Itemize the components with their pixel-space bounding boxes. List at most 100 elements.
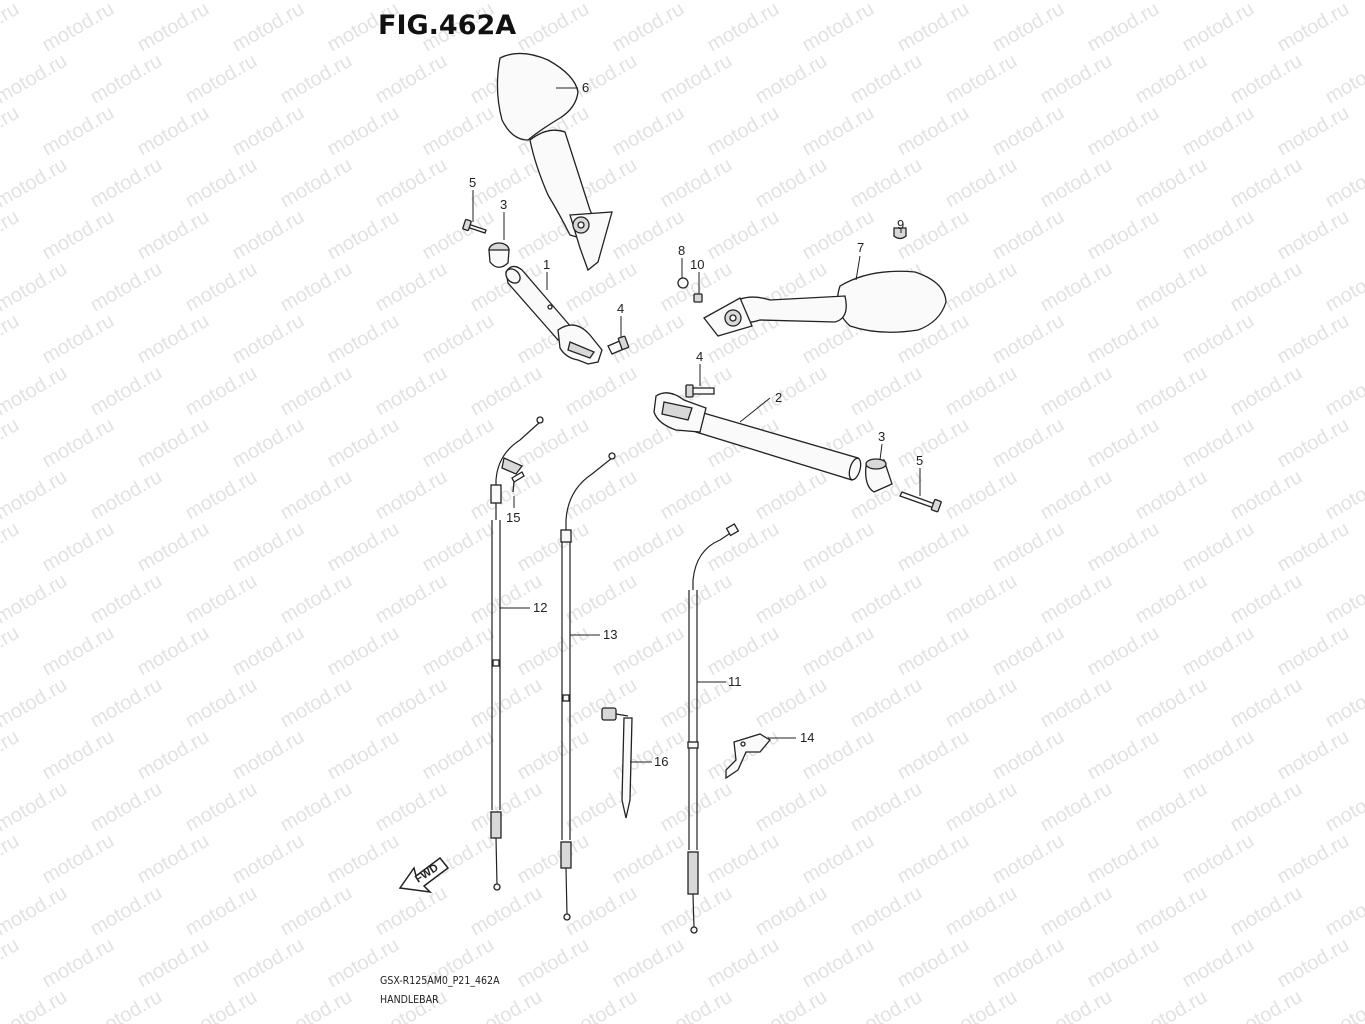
watermark-text: motod.ru — [182, 50, 261, 109]
watermark-text: motod.ru — [609, 934, 688, 993]
callout-6: 6 — [582, 80, 589, 95]
watermark-text: motod.ru — [1179, 0, 1258, 56]
watermark-text: motod.ru — [1084, 518, 1163, 577]
callout-13: 13 — [603, 627, 617, 642]
watermark-text: motod.ru — [1227, 154, 1306, 213]
watermark-text: motod.ru — [657, 154, 736, 213]
watermark-text: motod.ru — [752, 466, 831, 525]
watermark-text: motod.ru — [1227, 570, 1306, 629]
watermark-text: motod.ru — [1084, 726, 1163, 785]
watermark-text: motod.ru — [39, 830, 118, 889]
watermark-text: motod.ru — [657, 50, 736, 109]
watermark-text: motod.ru — [87, 50, 166, 109]
watermark-text: motod.ru — [229, 0, 308, 56]
callout-3-left: 3 — [500, 197, 507, 212]
watermark-text: motod.ru — [1132, 570, 1211, 629]
watermark-text: motod.ru — [277, 986, 356, 1024]
watermark-text: motod.ru — [942, 986, 1021, 1024]
watermark-text: motod.ru — [1179, 310, 1258, 369]
watermark-text: motod.ru — [1274, 310, 1353, 369]
watermark-text: motod.ru — [0, 102, 23, 161]
watermark-text: motod.ru — [799, 934, 878, 993]
part-5-screw-left — [462, 218, 487, 234]
watermark-text: motod.ru — [1322, 986, 1365, 1024]
watermark-text: motod.ru — [419, 622, 498, 681]
part-2-handlebar-right — [653, 392, 862, 481]
watermark-text: motod.ru — [39, 934, 118, 993]
watermark-text: motod.ru — [989, 414, 1068, 473]
watermark-text: motod.ru — [704, 518, 783, 577]
watermark-text: motod.ru — [0, 830, 23, 889]
watermark-text: motod.ru — [799, 622, 878, 681]
watermark-text: motod.ru — [1084, 934, 1163, 993]
watermark-text: motod.ru — [1274, 934, 1353, 993]
watermark-text: motod.ru — [1179, 726, 1258, 785]
watermark-text: motod.ru — [752, 986, 831, 1024]
watermark-text: motod.ru — [372, 882, 451, 941]
watermark-text: motod.ru — [87, 362, 166, 421]
part-11-clutch-cable — [687, 523, 740, 934]
watermark-text: motod.ru — [277, 882, 356, 941]
watermark-text: motod.ru — [419, 414, 498, 473]
watermark-text: motod.ru — [1227, 674, 1306, 733]
watermark-text: motod.ru — [1132, 258, 1211, 317]
watermark-text: motod.ru — [39, 310, 118, 369]
watermark-text: motod.ru — [419, 310, 498, 369]
watermark-text: motod.ru — [1274, 622, 1353, 681]
watermark-text: motod.ru — [134, 622, 213, 681]
watermark-text: motod.ru — [1084, 414, 1163, 473]
part-15-screw — [501, 457, 525, 493]
watermark-text: motod.ru — [134, 830, 213, 889]
watermark-text: motod.ru — [0, 518, 23, 577]
model-code: GSX-R125AM0_P21_462A — [380, 975, 500, 987]
watermark-text: motod.ru — [1227, 466, 1306, 525]
watermark-text: motod.ru — [609, 622, 688, 681]
watermark-text: motod.ru — [1322, 466, 1365, 525]
watermark-text: motod.ru — [0, 622, 23, 681]
watermark-text: motod.ru — [467, 674, 546, 733]
watermark-text: motod.ru — [0, 674, 71, 733]
watermark-text: motod.ru — [847, 570, 926, 629]
watermark-text: motod.ru — [942, 674, 1021, 733]
watermark-text: motod.ru — [657, 570, 736, 629]
watermark-text: motod.ru — [1037, 466, 1116, 525]
watermark-text: motod.ru — [609, 206, 688, 265]
watermark-text: motod.ru — [134, 0, 213, 56]
watermark-text: motod.ru — [1322, 50, 1365, 109]
watermark-text: motod.ru — [134, 310, 213, 369]
watermark-text: motod.ru — [942, 466, 1021, 525]
watermark-text: motod.ru — [1179, 518, 1258, 577]
watermark-text: motod.ru — [1322, 674, 1365, 733]
watermark-text: motod.ru — [39, 206, 118, 265]
watermark-text: motod.ru — [1132, 986, 1211, 1024]
watermark-text: motod.ru — [277, 154, 356, 213]
watermark-text: motod.ru — [229, 310, 308, 369]
watermark-text: motod.ru — [134, 726, 213, 785]
watermark-text: motod.ru — [1132, 674, 1211, 733]
watermark-text: motod.ru — [1037, 674, 1116, 733]
part-1-handlebar-left — [505, 265, 603, 365]
watermark-text: motod.ru — [87, 570, 166, 629]
watermark-text: motod.ru — [277, 778, 356, 837]
watermark-text: motod.ru — [87, 986, 166, 1024]
watermark-text: motod.ru — [514, 622, 593, 681]
watermark-text: motod.ru — [1227, 258, 1306, 317]
watermark-text: motod.ru — [372, 674, 451, 733]
watermark-text: motod.ru — [87, 674, 166, 733]
watermark-text: motod.ru — [609, 830, 688, 889]
watermark-text: motod.ru — [609, 518, 688, 577]
watermark-text: motod.ru — [799, 102, 878, 161]
watermark-text: motod.ru — [1037, 362, 1116, 421]
watermark-text: motod.ru — [514, 414, 593, 473]
watermark-text: motod.ru — [657, 778, 736, 837]
watermark-text: motod.ru — [1227, 50, 1306, 109]
watermark-text: motod.ru — [1084, 310, 1163, 369]
callout-9: 9 — [897, 217, 904, 232]
callout-15: 15 — [506, 510, 520, 525]
watermark-text: motod.ru — [372, 466, 451, 525]
watermark-text: motod.ru — [1274, 0, 1353, 56]
watermark-text: motod.ru — [514, 518, 593, 577]
watermark-text: motod.ru — [419, 102, 498, 161]
watermark-text: motod.ru — [894, 414, 973, 473]
